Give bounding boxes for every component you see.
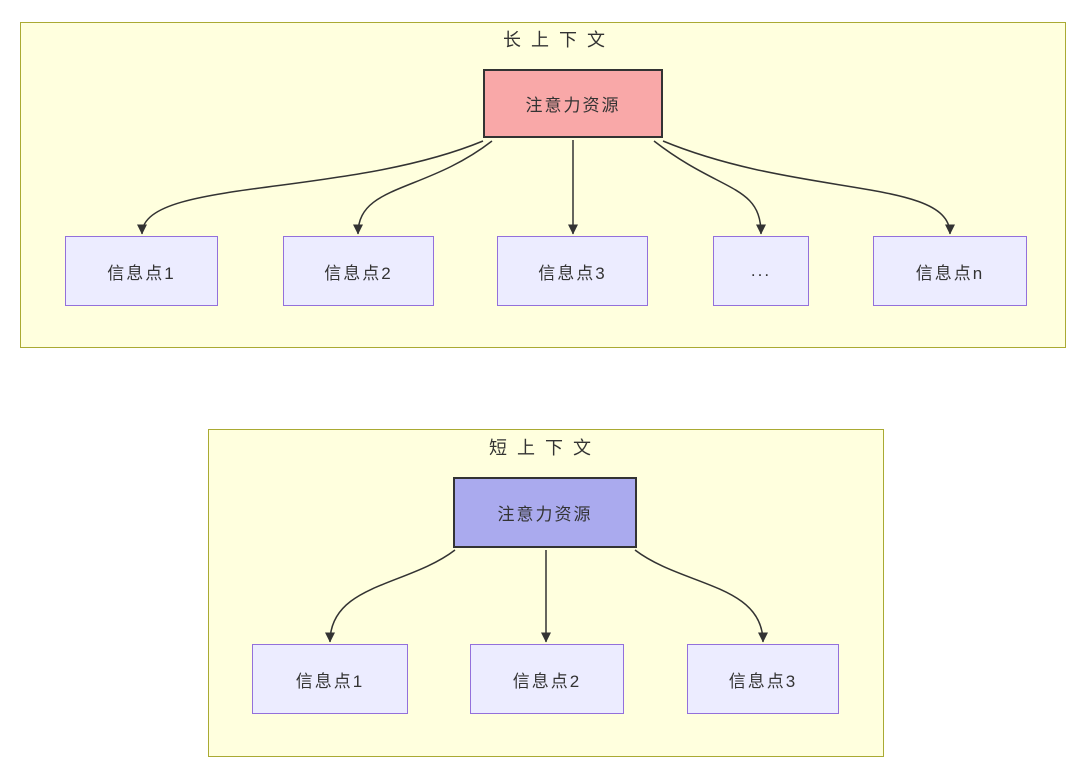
short-info-node-2: 信息点2 — [470, 644, 624, 714]
long-context-title: 长上下文 — [503, 30, 615, 50]
long-info-node-2: 信息点2 — [283, 236, 434, 306]
long-info-node-n: 信息点n — [873, 236, 1027, 306]
short-info-node-1: 信息点1 — [252, 644, 408, 714]
short-attention-node: 注意力资源 — [453, 477, 637, 548]
long-info-node-3: 信息点3 — [497, 236, 648, 306]
long-info-node-1: 信息点1 — [65, 236, 218, 306]
long-info-node-dots: ... — [713, 236, 809, 306]
short-info-node-3: 信息点3 — [687, 644, 839, 714]
short-context-title: 短上下文 — [489, 438, 601, 458]
long-attention-node: 注意力资源 — [483, 69, 663, 138]
